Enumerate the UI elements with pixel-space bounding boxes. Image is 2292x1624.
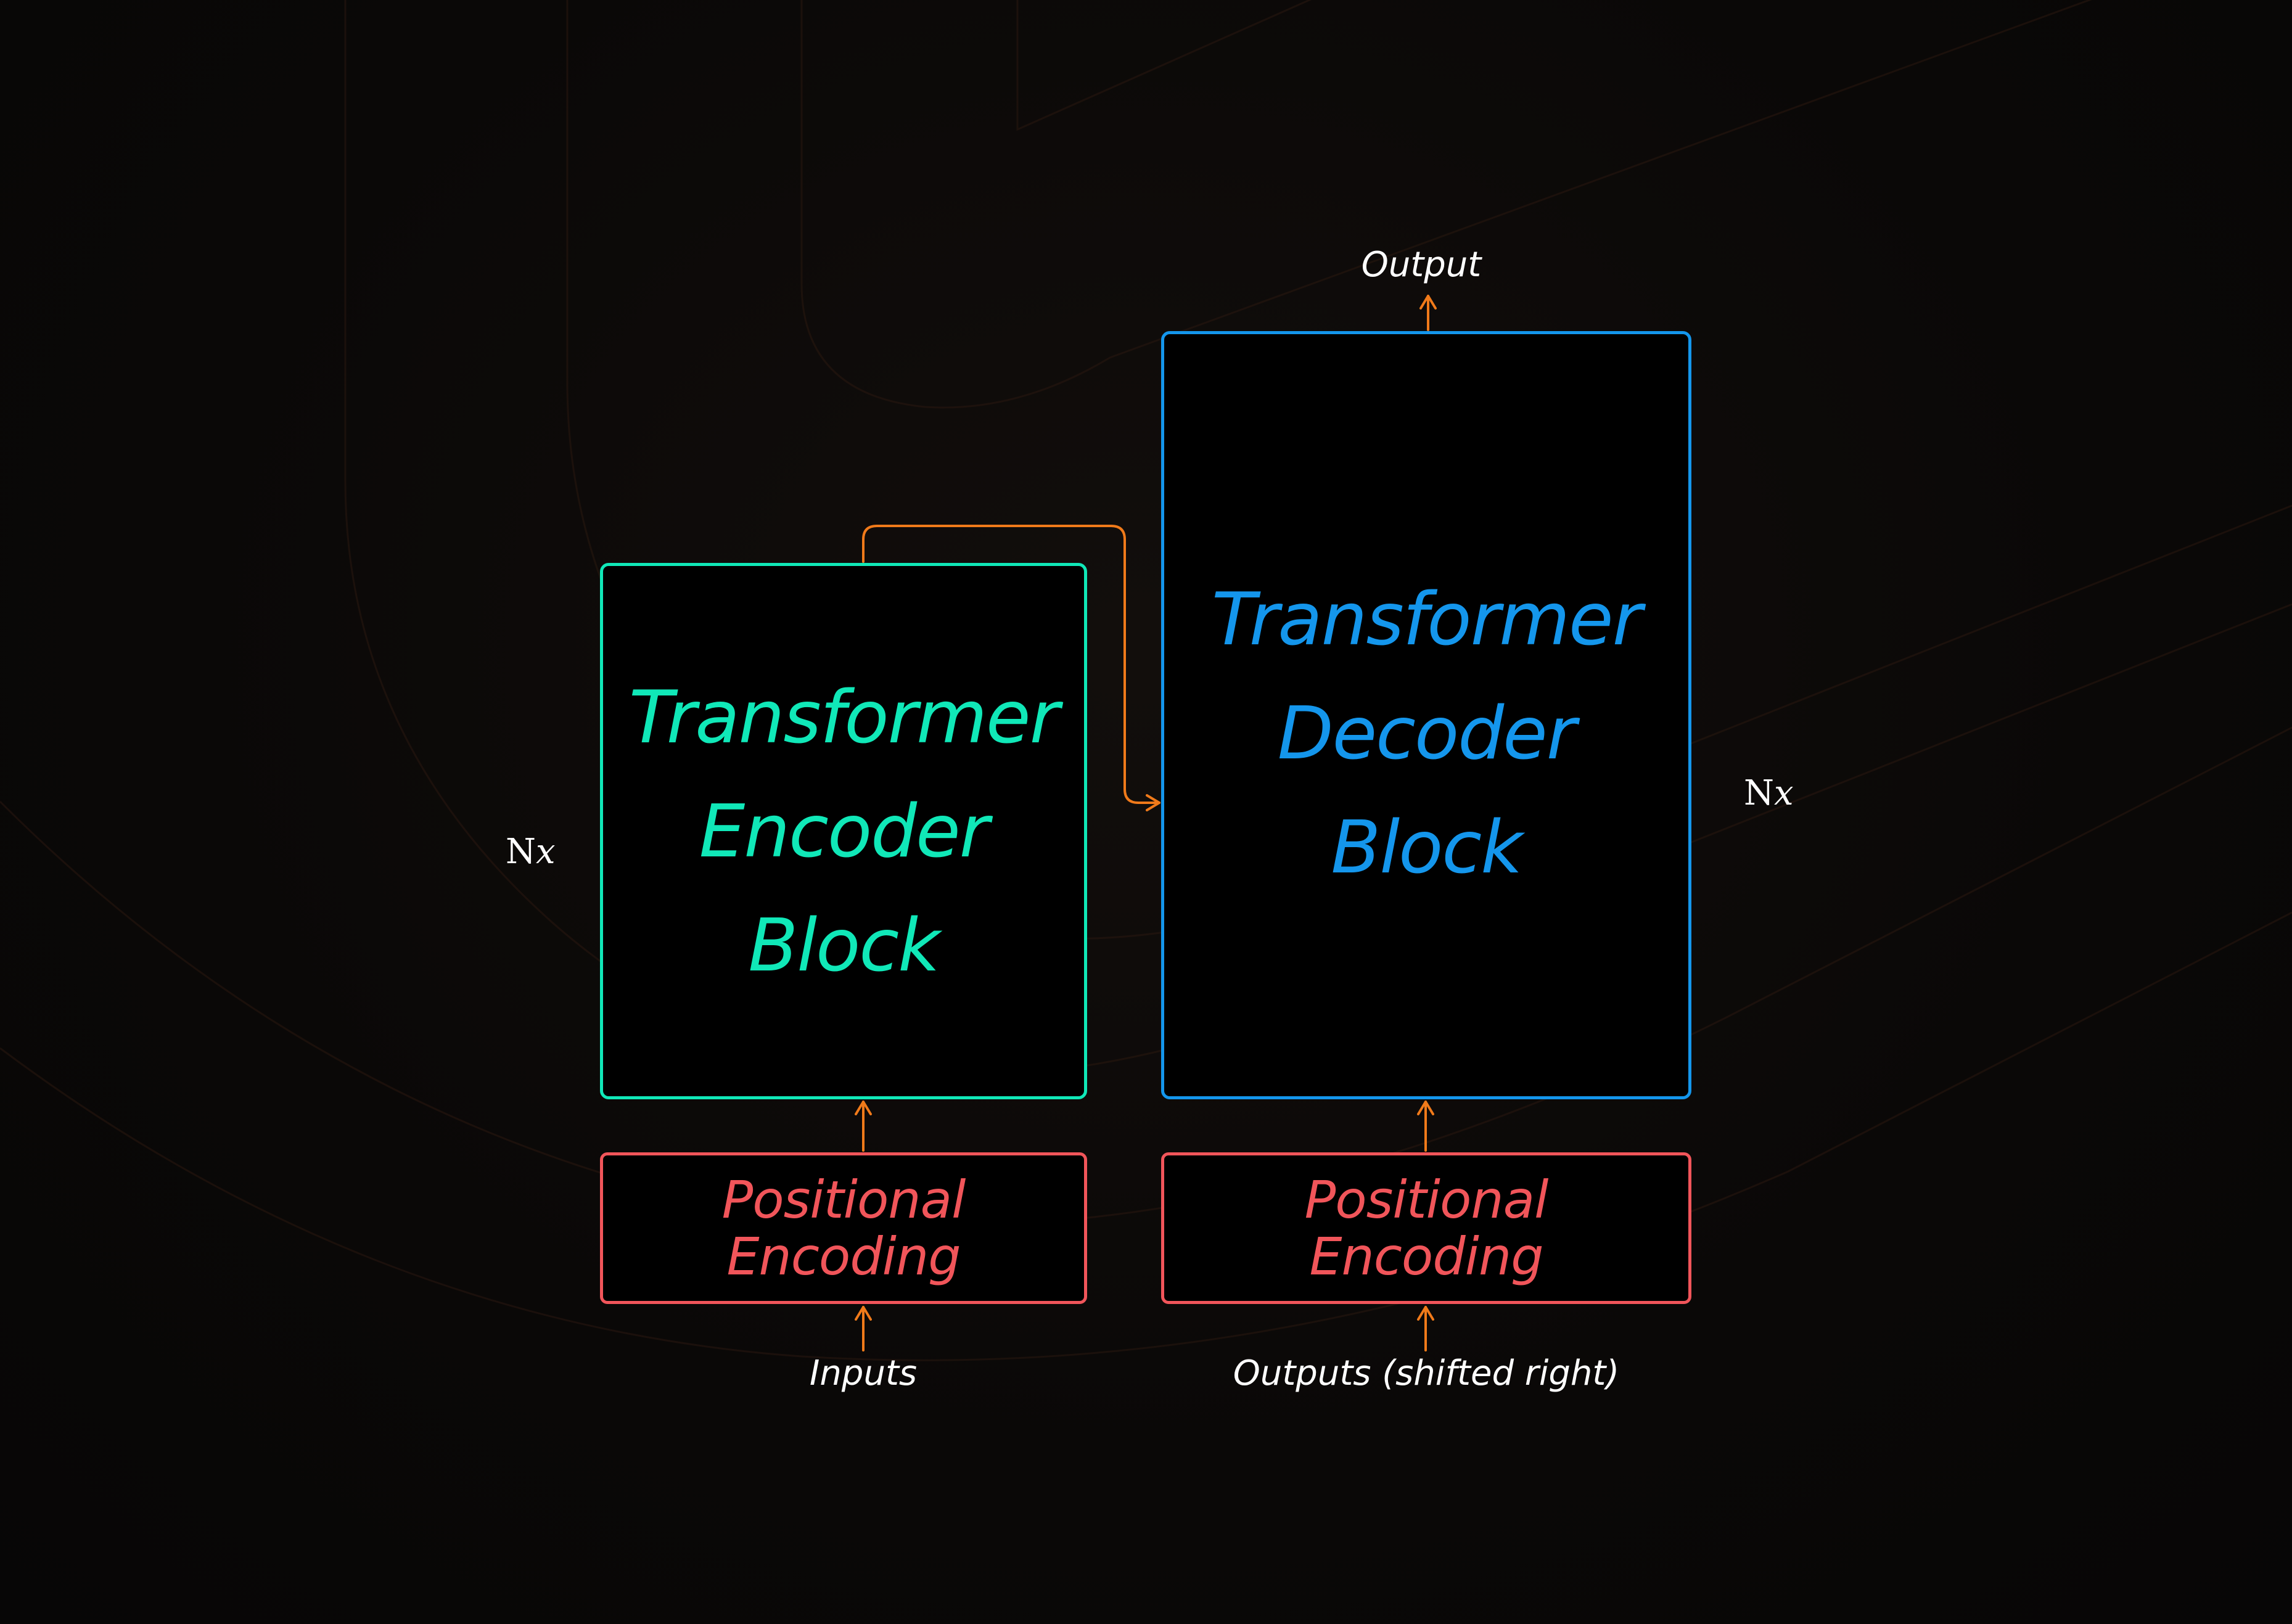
decoder-repeat-label: Nx [1744, 774, 1794, 813]
decoder-block-title: Transformer Decoder Block [1211, 562, 1642, 904]
encoder-pe-line-2: Encoding [726, 1226, 961, 1287]
outputs-shifted-label: Outputs (shifted right) [1233, 1353, 1620, 1393]
encoder-positional-encoding-title: Positional Encoding [722, 1171, 966, 1285]
decoder-repeat-var: x [1774, 773, 1794, 813]
arrow-encoder-to-decoder [862, 525, 1160, 811]
decoder-positional-encoding-title: Positional Encoding [1304, 1170, 1549, 1287]
decoder-title-line-3: Block [1331, 805, 1522, 890]
encoder-pe-line-1: Positional [721, 1170, 966, 1230]
decoder-positional-encoding: Positional Encoding [1161, 1152, 1691, 1304]
decoder-pe-line-1: Positional [1304, 1170, 1549, 1230]
encoder-repeat-n: N [506, 832, 536, 872]
encoder-title-line-2: Encoder [699, 788, 989, 874]
inputs-label: Inputs [809, 1353, 918, 1393]
decoder-repeat-n: N [1744, 773, 1774, 813]
encoder-title-line-3: Block [748, 902, 940, 988]
encoder-title-line-1: Transformer [628, 674, 1059, 760]
output-label: Output [1361, 245, 1482, 285]
encoder-repeat-var: x [536, 832, 556, 872]
decoder-title-line-1: Transformer [1211, 576, 1642, 662]
decoder-title-line-2: Decoder [1277, 691, 1577, 776]
encoder-block-title: Transformer Encoder Block [628, 660, 1059, 1003]
encoder-positional-encoding: Positional Encoding [600, 1152, 1087, 1304]
decoder-block: Transformer Decoder Block [1161, 331, 1691, 1099]
encoder-repeat-label: Nx [506, 832, 556, 872]
decoder-pe-line-2: Encoding [1309, 1226, 1543, 1287]
encoder-block: Transformer Encoder Block [600, 563, 1087, 1099]
